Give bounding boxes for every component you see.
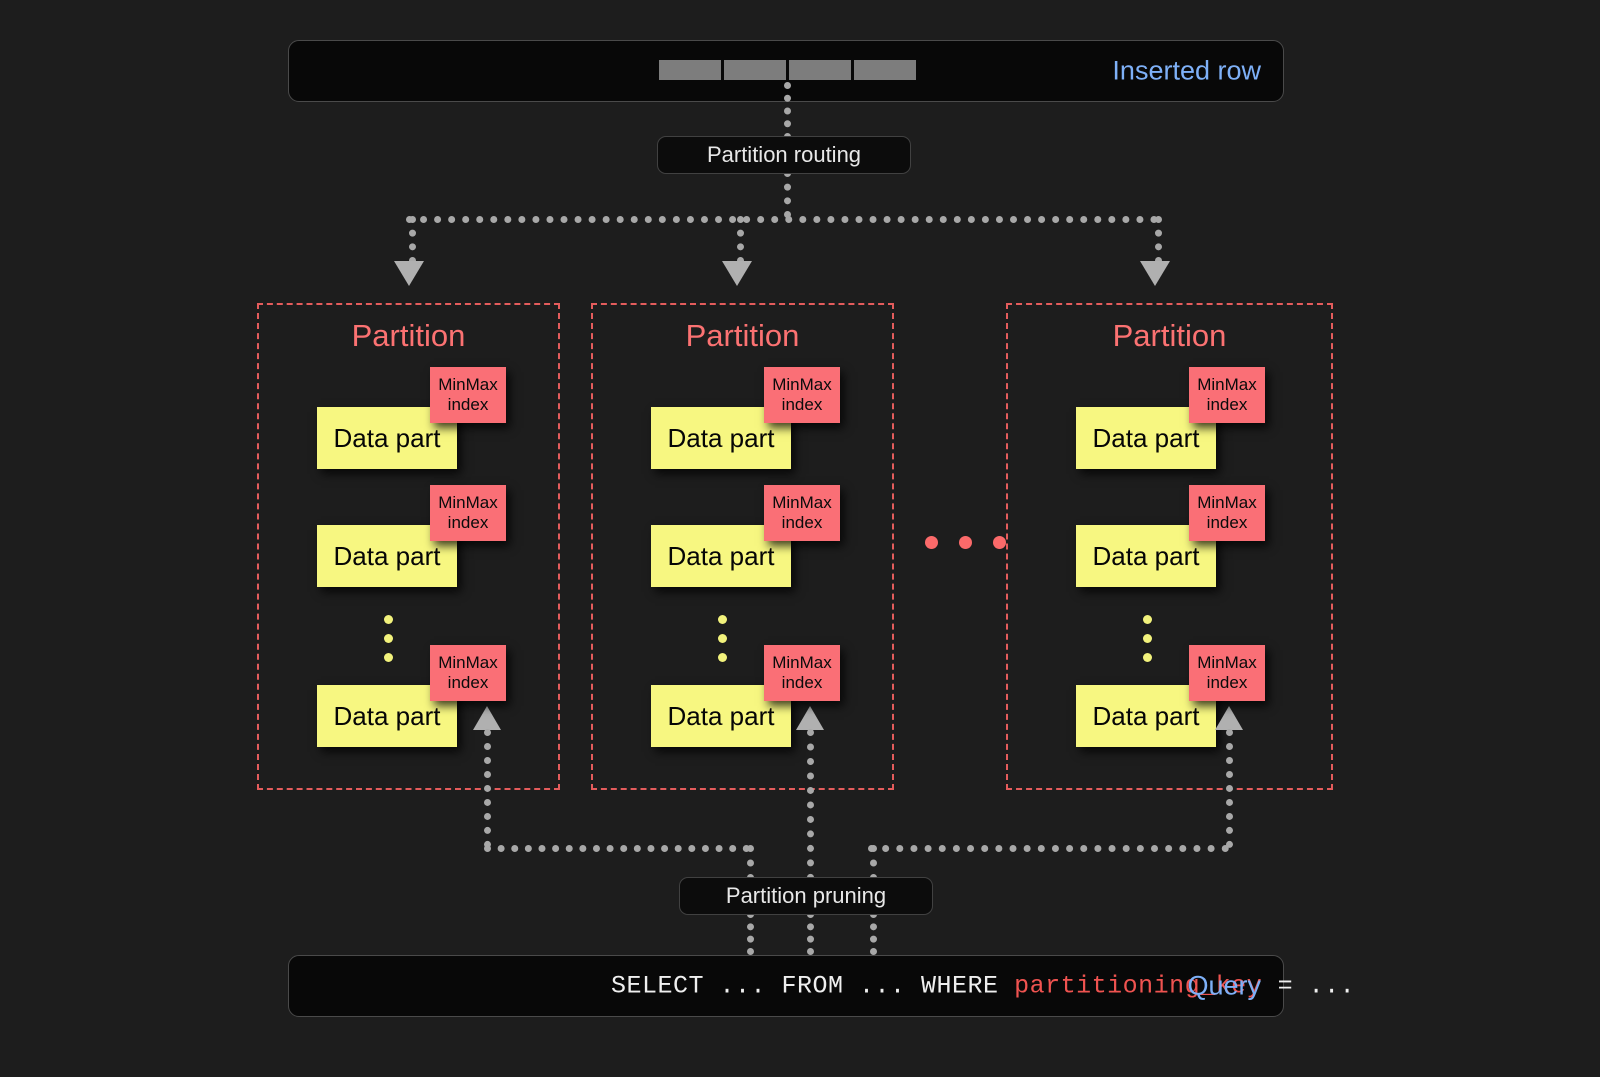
row-cell [724,60,786,80]
minmax-index-box: MinMax index [764,367,840,423]
connector-pruning-up-1 [807,729,814,881]
query-prefix: SELECT ... FROM ... WHERE [611,971,1015,1001]
arrowhead-up-partition-2 [1215,706,1243,730]
minmax-index-box: MinMax index [764,485,840,541]
row-cell [854,60,916,80]
query-keyword: partitioning_key [1014,971,1263,1001]
ellipsis-dot [1143,634,1152,643]
arrowhead-down-partition-0 [394,261,424,286]
minmax-line-2: index [781,513,823,532]
ellipsis-dot [384,615,393,624]
partition-ellipsis [925,536,1006,549]
arrowhead-up-partition-1 [796,706,824,730]
connector-routing-bus [406,216,1158,223]
arrowhead-down-partition-1 [722,261,752,286]
minmax-line-1: MinMax [1197,375,1257,395]
minmax-index-box: MinMax index [430,367,506,423]
minmax-index-box: MinMax index [1189,485,1265,541]
connector-pruning-drop-left [747,845,754,881]
minmax-index-box: MinMax index [430,485,506,541]
minmax-index-box: MinMax index [1189,645,1265,701]
data-part-box: Data part [651,685,791,747]
connector-routing-to-bus [784,170,791,218]
minmax-index-box: MinMax index [1189,367,1265,423]
partition-box-1: Partition MinMax index Data part MinMax … [591,303,894,790]
connector-pruning-up-0 [484,729,491,848]
ellipsis-dot [959,536,972,549]
minmax-line-1: MinMax [772,375,832,395]
ellipsis-dot [1143,653,1152,662]
ellipsis-dot [718,634,727,643]
data-part-ellipsis [718,615,727,662]
partition-box-0: Partition MinMax index Data part MinMax … [257,303,560,790]
ellipsis-dot [925,536,938,549]
partition-title: Partition [351,318,466,353]
connector-bus-to-partition-0 [409,216,416,264]
minmax-index-box: MinMax index [430,645,506,701]
partition-title: Partition [1112,318,1227,353]
ellipsis-dot [718,653,727,662]
connector-pruning-drop-right [870,845,877,881]
minmax-line-1: MinMax [1197,653,1257,673]
minmax-index-box: MinMax index [764,645,840,701]
ellipsis-dot [718,615,727,624]
ellipsis-dot [384,653,393,662]
minmax-line-2: index [1206,673,1248,692]
connector-pruning-horizontal-right [868,845,1229,852]
ellipsis-dot [384,634,393,643]
inserted-row-label: Inserted row [1112,55,1261,86]
minmax-line-1: MinMax [1197,493,1257,513]
connector-pruning-up-2 [1226,729,1233,848]
connector-bus-to-partition-2 [1155,216,1162,264]
ellipsis-dot [993,536,1006,549]
arrowhead-up-partition-0 [473,706,501,730]
query-label: Query [1187,970,1261,1001]
data-part-box: Data part [317,525,457,587]
row-cell [789,60,851,80]
arrowhead-down-partition-2 [1140,261,1170,286]
minmax-line-1: MinMax [772,653,832,673]
minmax-line-2: index [447,513,489,532]
inserted-row-cells [659,60,916,80]
connector-bus-to-partition-1 [737,216,744,264]
data-part-box: Data part [317,685,457,747]
minmax-line-1: MinMax [438,653,498,673]
connector-pruning-to-query-right [870,911,877,955]
minmax-line-1: MinMax [438,375,498,395]
data-part-box: Data part [651,407,791,469]
connector-pruning-horizontal-left [484,845,750,852]
minmax-line-1: MinMax [438,493,498,513]
minmax-line-2: index [1206,513,1248,532]
minmax-line-2: index [447,673,489,692]
partition-pruning-pill: Partition pruning [679,877,933,915]
minmax-line-1: MinMax [772,493,832,513]
partition-box-2: Partition MinMax index Data part MinMax … [1006,303,1333,790]
minmax-line-2: index [1206,395,1248,414]
minmax-line-2: index [781,673,823,692]
connector-row-to-routing [784,82,791,140]
partition-title: Partition [685,318,800,353]
connector-pruning-to-query-center [807,911,814,955]
query-bar: SELECT ... FROM ... WHERE partitioning_k… [288,955,1355,1017]
ellipsis-dot [1143,615,1152,624]
data-part-ellipsis [1143,615,1152,662]
data-part-ellipsis [384,615,393,662]
partition-routing-pill: Partition routing [657,136,911,174]
minmax-line-2: index [447,395,489,414]
query-text: SELECT ... FROM ... WHERE partitioning_k… [611,972,1355,1001]
minmax-line-2: index [781,395,823,414]
connector-pruning-to-query-left [747,911,754,955]
query-suffix: = ... [1262,971,1356,1001]
row-cell [659,60,721,80]
